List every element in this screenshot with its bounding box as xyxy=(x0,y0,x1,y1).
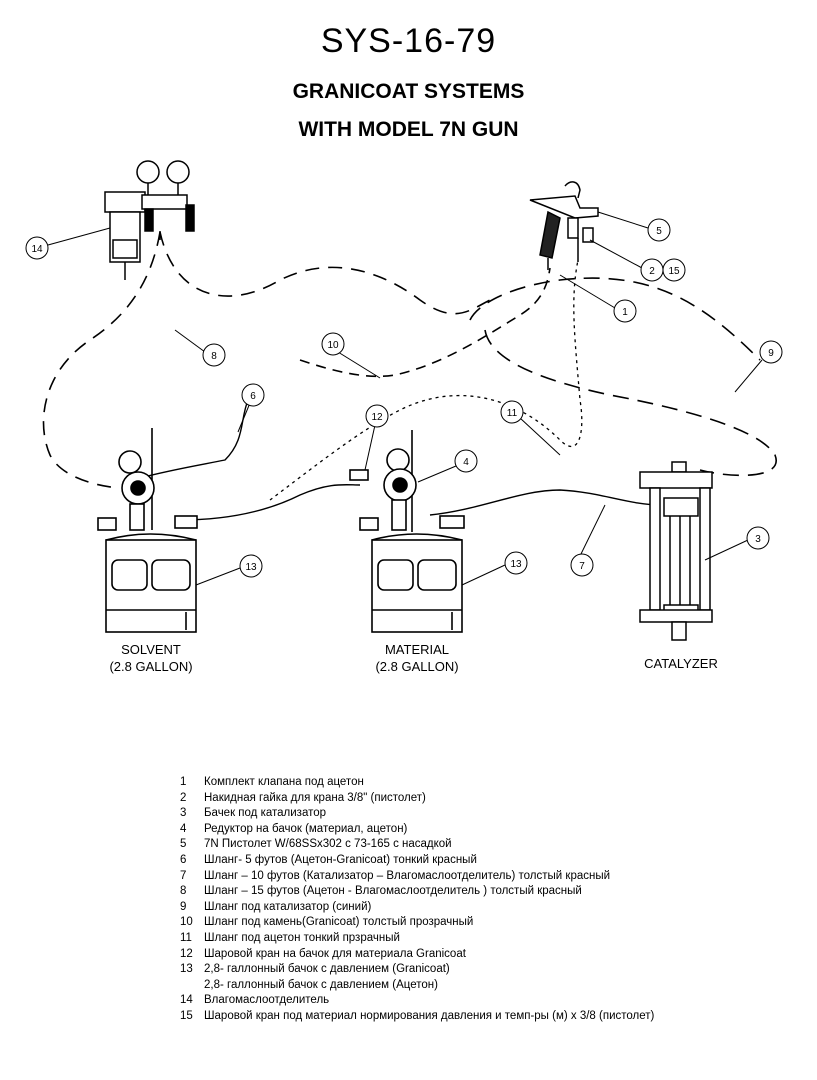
callout-13a-text: 13 xyxy=(245,562,257,573)
callout-10: 10 xyxy=(321,332,345,356)
callout-3-text: 3 xyxy=(755,534,761,545)
callout-4-text: 4 xyxy=(463,457,469,468)
callout-8: 8 xyxy=(202,343,226,367)
hose-7 xyxy=(429,489,661,516)
callout-5: 5 xyxy=(647,218,671,242)
callout-2-text: 2 xyxy=(649,266,655,277)
solvent-tank xyxy=(97,428,198,633)
callout-3: 3 xyxy=(746,526,770,550)
callout-5-text: 5 xyxy=(656,226,662,237)
material-size-label: (2.8 GALLON) xyxy=(375,659,458,674)
catalyzer-label: CATALYZER xyxy=(644,656,718,671)
solvent-size-label: (2.8 GALLON) xyxy=(109,659,192,674)
leader-lines xyxy=(47,211,763,586)
callout-6: 6 xyxy=(241,383,265,407)
subtitle-line-1: GRANICOAT SYSTEMS xyxy=(292,80,525,103)
callout-2: 2 xyxy=(640,258,664,282)
catalyzer-tank xyxy=(639,461,713,641)
callout-12-text: 12 xyxy=(371,412,383,423)
filter-regulator-assembly xyxy=(104,160,195,280)
callout-15-text: 15 xyxy=(668,266,680,277)
hose-10 xyxy=(299,267,551,378)
callout-13-material: 13 xyxy=(504,551,528,575)
callout-14-text: 14 xyxy=(31,244,43,255)
callout-1: 1 xyxy=(613,299,637,323)
material-label: MATERIAL xyxy=(385,642,449,657)
callout-11: 11 xyxy=(500,400,524,424)
hose-9-upper xyxy=(469,277,761,361)
hose-6b xyxy=(179,484,361,521)
legend-item: 2,8- галлонный бачок с давлением (Ацетон… xyxy=(204,978,438,991)
callout-10-text: 10 xyxy=(327,340,339,351)
callout-1-text: 1 xyxy=(622,307,628,318)
hose-6 xyxy=(139,399,249,479)
material-tank xyxy=(349,430,465,633)
callout-9-text: 9 xyxy=(768,348,774,359)
document-title: SYS-16-79 xyxy=(320,22,497,60)
hose-11 xyxy=(269,259,583,501)
callout-13-solvent: 13 xyxy=(239,554,263,578)
callout-7-text: 7 xyxy=(579,561,585,572)
callout-13b-text: 13 xyxy=(510,559,522,570)
callout-12: 12 xyxy=(365,404,389,428)
hose-8 xyxy=(42,231,161,489)
subtitle-line-2: WITH MODEL 7N GUN xyxy=(298,118,519,141)
callout-15: 15 xyxy=(662,258,686,282)
hose-8-loop xyxy=(159,231,491,315)
spray-gun xyxy=(529,181,599,270)
system-diagram: 14 5 2 15 1 8 10 9 6 12 11 4 xyxy=(25,160,783,674)
callout-4: 4 xyxy=(454,449,478,473)
callout-8-text: 8 xyxy=(211,351,217,362)
callout-7: 7 xyxy=(570,553,594,577)
callout-11-text: 11 xyxy=(507,408,518,419)
hose-9 xyxy=(484,329,777,477)
solvent-label: SOLVENT xyxy=(121,642,181,657)
callout-9: 9 xyxy=(759,340,783,364)
callout-6-text: 6 xyxy=(250,391,256,402)
callout-14: 14 xyxy=(25,236,49,260)
